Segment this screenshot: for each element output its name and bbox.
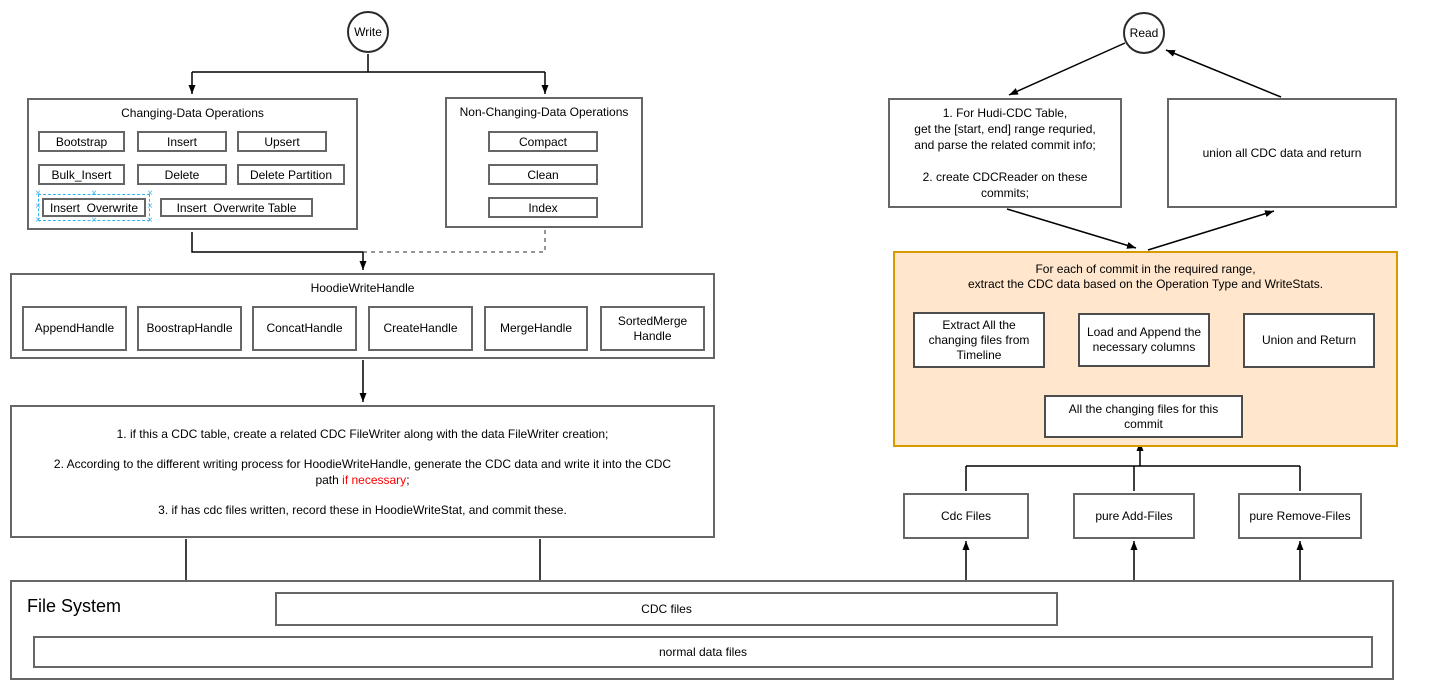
read-plan-line-6: commits;	[981, 186, 1029, 200]
read-plan-line-5: 2. create CDCReader on these	[922, 170, 1088, 184]
op-delete-label: Delete	[164, 167, 200, 182]
cdc-files-strip[interactable]: CDC files	[275, 592, 1058, 626]
per-commit-title: For each of commit in the required range…	[895, 262, 1396, 292]
cdc-step-2-line2: path if necessary;	[20, 472, 705, 488]
union-and-return-box[interactable]: Union and Return	[1243, 313, 1375, 368]
per-commit-title-line1: For each of commit in the required range…	[1035, 262, 1256, 276]
normal-data-files-strip-label: normal data files	[658, 645, 748, 659]
union-return-box[interactable]: union all CDC data and return	[1167, 98, 1397, 208]
selection-handle-s[interactable]	[90, 217, 98, 225]
op-delete-partition-label: Delete Partition	[249, 167, 333, 182]
pure-add-files-node-label: pure Add-Files	[1095, 509, 1173, 523]
op-index-label: Index	[528, 200, 558, 215]
hoodie-write-handle-title: HoodieWriteHandle	[310, 281, 415, 295]
pure-remove-files-node[interactable]: pure Remove-Files	[1238, 493, 1362, 539]
cdc-files-node-label: Cdc Files	[940, 509, 991, 523]
op-clean[interactable]: Clean	[488, 164, 598, 185]
normal-data-files-strip[interactable]: normal data files	[33, 636, 1373, 668]
handle-merge-label: MergeHandle	[499, 321, 573, 335]
write-start-node[interactable]: Write	[347, 11, 389, 53]
selection-handle-nw[interactable]	[34, 190, 42, 198]
op-bulk-insert[interactable]: Bulk_Insert	[38, 164, 125, 185]
handle-create-label: CreateHandle	[383, 321, 458, 335]
edge-plan-to-percommit[interactable]	[1006, 208, 1137, 249]
op-upsert[interactable]: Upsert	[237, 131, 327, 152]
handle-merge[interactable]: MergeHandle	[484, 306, 588, 351]
handle-sortedmerge-label: SortedMerge Handle	[617, 313, 688, 343]
selection-handle-ne[interactable]	[146, 190, 154, 198]
edge-read-to-plan[interactable]	[1008, 42, 1126, 96]
file-system-title: File System	[27, 596, 122, 616]
selection-handle-w[interactable]	[34, 203, 42, 211]
op-index[interactable]: Index	[488, 197, 598, 218]
op-delete[interactable]: Delete	[137, 164, 227, 185]
op-compact-label: Compact	[518, 134, 568, 149]
op-insert-label: Insert	[166, 134, 197, 149]
selection-handle-n[interactable]	[90, 190, 98, 198]
cdc-files-node[interactable]: Cdc Files	[903, 493, 1029, 539]
pure-add-files-node[interactable]: pure Add-Files	[1073, 493, 1195, 539]
cdc-step-2-suffix: ;	[406, 472, 410, 487]
changing-data-operations-title: Changing-Data Operations	[121, 106, 264, 120]
union-return-label: union all CDC data and return	[1202, 146, 1362, 160]
selection-handle-se[interactable]	[146, 217, 154, 225]
op-clean-label: Clean	[527, 167, 559, 182]
cdc-step-2-line1: 2. According to the different writing pr…	[53, 456, 672, 471]
cdc-write-steps-box[interactable]: 1. if this a CDC table, create a related…	[10, 405, 715, 538]
op-bootstrap-label: Bootstrap	[55, 134, 108, 149]
selection-handle-e[interactable]	[146, 203, 154, 211]
load-append-columns-label: Load and Append the necessary columns	[1086, 325, 1202, 354]
read-plan-line-1: 1. For Hudi-CDC Table,	[942, 106, 1068, 120]
cdc-step-2-red-text: if necessary	[342, 472, 407, 487]
op-compact[interactable]: Compact	[488, 131, 598, 152]
op-delete-partition[interactable]: Delete Partition	[237, 164, 345, 185]
write-start-label: Write	[354, 25, 382, 39]
cdc-step-1: 1. if this a CDC table, create a related…	[116, 426, 609, 441]
op-bootstrap[interactable]: Bootstrap	[38, 131, 125, 152]
op-bulk-insert-label: Bulk_Insert	[51, 167, 112, 182]
read-plan-line-2: get the [start, end] range requried,	[914, 122, 1096, 136]
handle-sortedmerge[interactable]: SortedMerge Handle	[600, 306, 705, 351]
all-changing-files-box[interactable]: All the changing files for this commit	[1044, 395, 1243, 438]
edge-union-to-read[interactable]	[1165, 49, 1282, 98]
load-append-columns-box[interactable]: Load and Append the necessary columns	[1078, 313, 1210, 367]
handle-create[interactable]: CreateHandle	[368, 306, 473, 351]
op-insert-overwrite-table-label: Insert Overwrite Table	[176, 200, 297, 215]
handle-concat[interactable]: ConcatHandle	[252, 306, 357, 351]
edge-nonchanging-to-hoodie-dashed[interactable]	[364, 230, 546, 253]
non-changing-data-operations-title: Non-Changing-Data Operations	[459, 105, 629, 119]
read-plan-box[interactable]: 1. For Hudi-CDC Table, get the [start, e…	[888, 98, 1122, 208]
handle-concat-label: ConcatHandle	[266, 321, 343, 335]
edge-changing-to-hoodie[interactable]	[191, 232, 367, 270]
op-insert-overwrite-label: Insert Overwrite	[49, 200, 139, 215]
per-commit-title-line2: extract the CDC data based on the Operat…	[967, 277, 1324, 291]
handle-boostrap[interactable]: BoostrapHandle	[137, 306, 242, 351]
op-insert[interactable]: Insert	[137, 131, 227, 152]
extract-changing-files-label: Extract All the changing files from Time…	[928, 317, 1030, 362]
read-plan-line-3: and parse the related commit info;	[914, 138, 1096, 152]
op-upsert-label: Upsert	[264, 134, 300, 149]
handle-boostrap-label: BoostrapHandle	[146, 321, 233, 335]
hoodie-write-handle-box[interactable]: HoodieWriteHandle	[10, 273, 715, 359]
cdc-files-strip-label: CDC files	[641, 602, 692, 616]
edge-percommit-to-union[interactable]	[1147, 210, 1275, 251]
op-insert-overwrite-table[interactable]: Insert Overwrite Table	[160, 198, 313, 217]
op-insert-overwrite[interactable]: Insert Overwrite	[42, 198, 146, 217]
cdc-step-3: 3. if has cdc files written, record thes…	[158, 502, 567, 517]
union-and-return-label: Union and Return	[1261, 333, 1357, 347]
all-changing-files-label: All the changing files for this commit	[1068, 401, 1219, 431]
cdc-step-2-prefix: path	[315, 472, 343, 487]
pure-remove-files-node-label: pure Remove-Files	[1249, 509, 1351, 523]
handle-append[interactable]: AppendHandle	[22, 306, 127, 351]
handle-append-label: AppendHandle	[34, 321, 115, 335]
read-start-node[interactable]: Read	[1123, 12, 1165, 54]
non-changing-data-operations-box[interactable]: Non-Changing-Data Operations	[445, 97, 643, 228]
cdc-step-2: 2. According to the different writing pr…	[20, 456, 705, 488]
read-start-label: Read	[1129, 26, 1159, 40]
selection-handle-sw[interactable]	[34, 217, 42, 225]
extract-changing-files-box[interactable]: Extract All the changing files from Time…	[913, 312, 1045, 368]
